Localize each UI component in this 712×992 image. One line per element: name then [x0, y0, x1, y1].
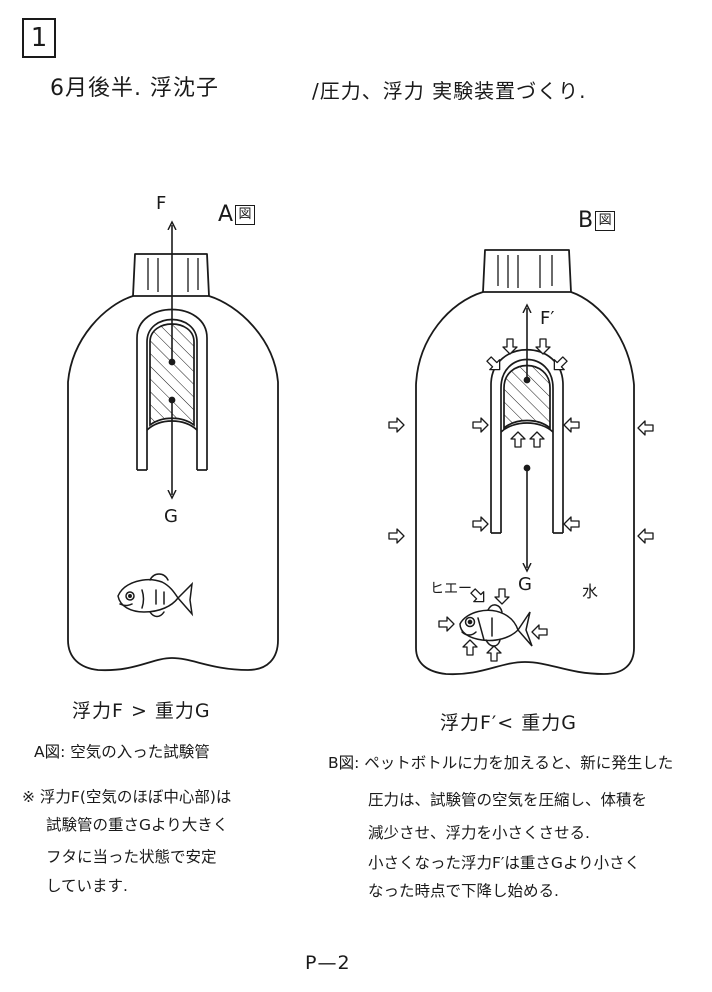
bottle-a-body [67, 295, 279, 672]
bottle-b-cap [482, 249, 572, 293]
figure-b-letter: B [578, 208, 594, 233]
figure-b-label-box: 図 [595, 211, 616, 231]
fish-a [117, 573, 194, 618]
page-footer: P—2 [305, 952, 351, 974]
force-arrows-b [524, 308, 529, 568]
page-subtitle: /圧力、浮力 実験装置づくり. [312, 79, 587, 103]
force-b-top-label: F′ [540, 308, 555, 329]
figure-a-label-box: 図 [235, 205, 256, 225]
description-a-line-5: しています. [46, 877, 128, 895]
figure-a-letter: A [218, 202, 234, 227]
bottle-a-cap-ridges [147, 258, 199, 292]
description-a-line-2: ※ 浮力F(空気のほぼ中心部)は [22, 788, 232, 806]
page-title: 6月後半. 浮沈子 [50, 76, 219, 101]
description-a-line-1: A図: 空気の入った試験管 [34, 743, 210, 761]
description-b-line-5: なった時点で下降し始める. [368, 882, 559, 900]
description-b-line-1: B図: ペットボトルに力を加えると、新に発生した [328, 754, 674, 772]
description-a-line-3: 試験管の重さGより大きく [46, 816, 229, 834]
water-label: 水 [582, 582, 599, 601]
force-a-top-label: F [156, 193, 167, 214]
fish-b [459, 604, 533, 647]
description-b-line-3: 減少させ、浮力を小さくさせる. [368, 824, 590, 842]
air-pocket-b [503, 364, 551, 430]
page-number-box: 1 [22, 18, 56, 58]
air-pocket-a [149, 323, 195, 427]
force-b-bottom-label: G [518, 574, 532, 595]
bottle-a [67, 253, 279, 672]
figure-b-caption: 浮力F′< 重力G [440, 712, 577, 734]
description-b-line-2: 圧力は、試験管の空気を圧縮し、体積を [368, 791, 648, 809]
bottle-b-body [415, 291, 635, 676]
force-a-bottom-label: G [164, 506, 178, 527]
bottle-b-cap-ridges [497, 255, 553, 288]
fish-scream-label: ヒエー [430, 581, 472, 597]
description-a-line-4: フタに当った状態で安定 [46, 848, 217, 866]
figure-a-caption: 浮力F > 重力G [72, 700, 211, 722]
description-b-line-4: 小さくなった浮力F′は重さGより小さく [368, 854, 641, 872]
bottle-b [415, 249, 635, 676]
force-arrows-a [169, 225, 174, 495]
